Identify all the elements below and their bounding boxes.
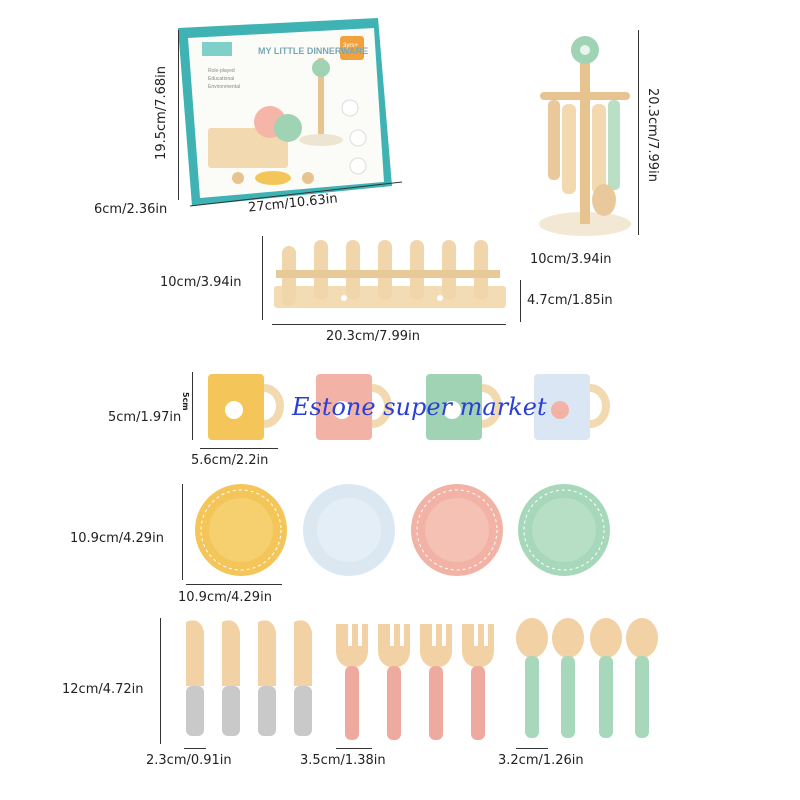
plate-rack (270, 226, 510, 318)
rack-width-line (272, 324, 506, 325)
cups-row (200, 368, 620, 448)
cup-height-small-label: 5cm (181, 392, 190, 411)
box-title: MY LITTLE DINNERWARE (258, 46, 369, 56)
box-width-line (189, 181, 403, 207)
box-graphic (178, 18, 392, 206)
rack-width-label: 20.3cm/7.99in (326, 329, 420, 344)
plate-width-line (186, 584, 282, 585)
cups-graphic (208, 374, 610, 440)
plates-graphic (195, 484, 610, 576)
cup-width-line (200, 448, 278, 449)
utensil-stand (530, 20, 640, 240)
watermark: Estone super market (292, 393, 547, 421)
box-height-label: 19.5cm/7.68in (154, 66, 169, 160)
box-height-line (178, 30, 179, 200)
stand-base-label: 10cm/3.94in (530, 252, 612, 267)
knives-group (180, 616, 320, 746)
spoon-width-label: 3.2cm/1.26in (498, 753, 584, 768)
box-badge: 3yrs+ (343, 43, 358, 49)
plate-width-label: 10.9cm/4.29in (178, 590, 272, 605)
rack-depth-label: 4.7cm/1.85in (527, 293, 613, 308)
product-box: MY LITTLE DINNERWARE 3yrs+ Role-played E… (178, 18, 392, 206)
spoon-width-line (516, 748, 548, 749)
stand-height-line (638, 30, 639, 235)
box-feature-1: Role-played (208, 68, 235, 74)
rack-graphic (274, 240, 506, 308)
rack-depth-line (520, 280, 521, 322)
fork-width-line (336, 748, 372, 749)
box-feature-2: Educational (208, 76, 235, 82)
spoons-graphic (516, 618, 658, 738)
box-feature-3: Environmental (208, 84, 240, 90)
utensil-height-label: 12cm/4.72in (62, 682, 144, 697)
rack-height-label: 10cm/3.94in (160, 275, 242, 290)
knife-width-line (184, 748, 206, 749)
knives-graphic (186, 620, 312, 736)
fork-width-label: 3.5cm/1.38in (300, 753, 386, 768)
knife-width-label: 2.3cm/0.91in (146, 753, 232, 768)
spoons-group (512, 616, 662, 746)
plates-row (186, 480, 626, 580)
plate-height-label: 10.9cm/4.29in (70, 531, 164, 546)
stand-height-label: 20.3cm/7.99in (645, 88, 660, 182)
box-depth-label: 6cm/2.36in (94, 202, 168, 217)
utensil-height-line (160, 618, 161, 744)
cup-width-label: 5.6cm/2.2in (191, 453, 269, 468)
stand-graphic (539, 36, 631, 236)
rack-height-line (262, 236, 263, 320)
cup-height-label: 5cm/1.97in (108, 410, 182, 425)
plate-height-line (182, 484, 183, 580)
cup-height-line (192, 372, 193, 440)
forks-group (332, 618, 502, 748)
forks-graphic (336, 624, 494, 740)
